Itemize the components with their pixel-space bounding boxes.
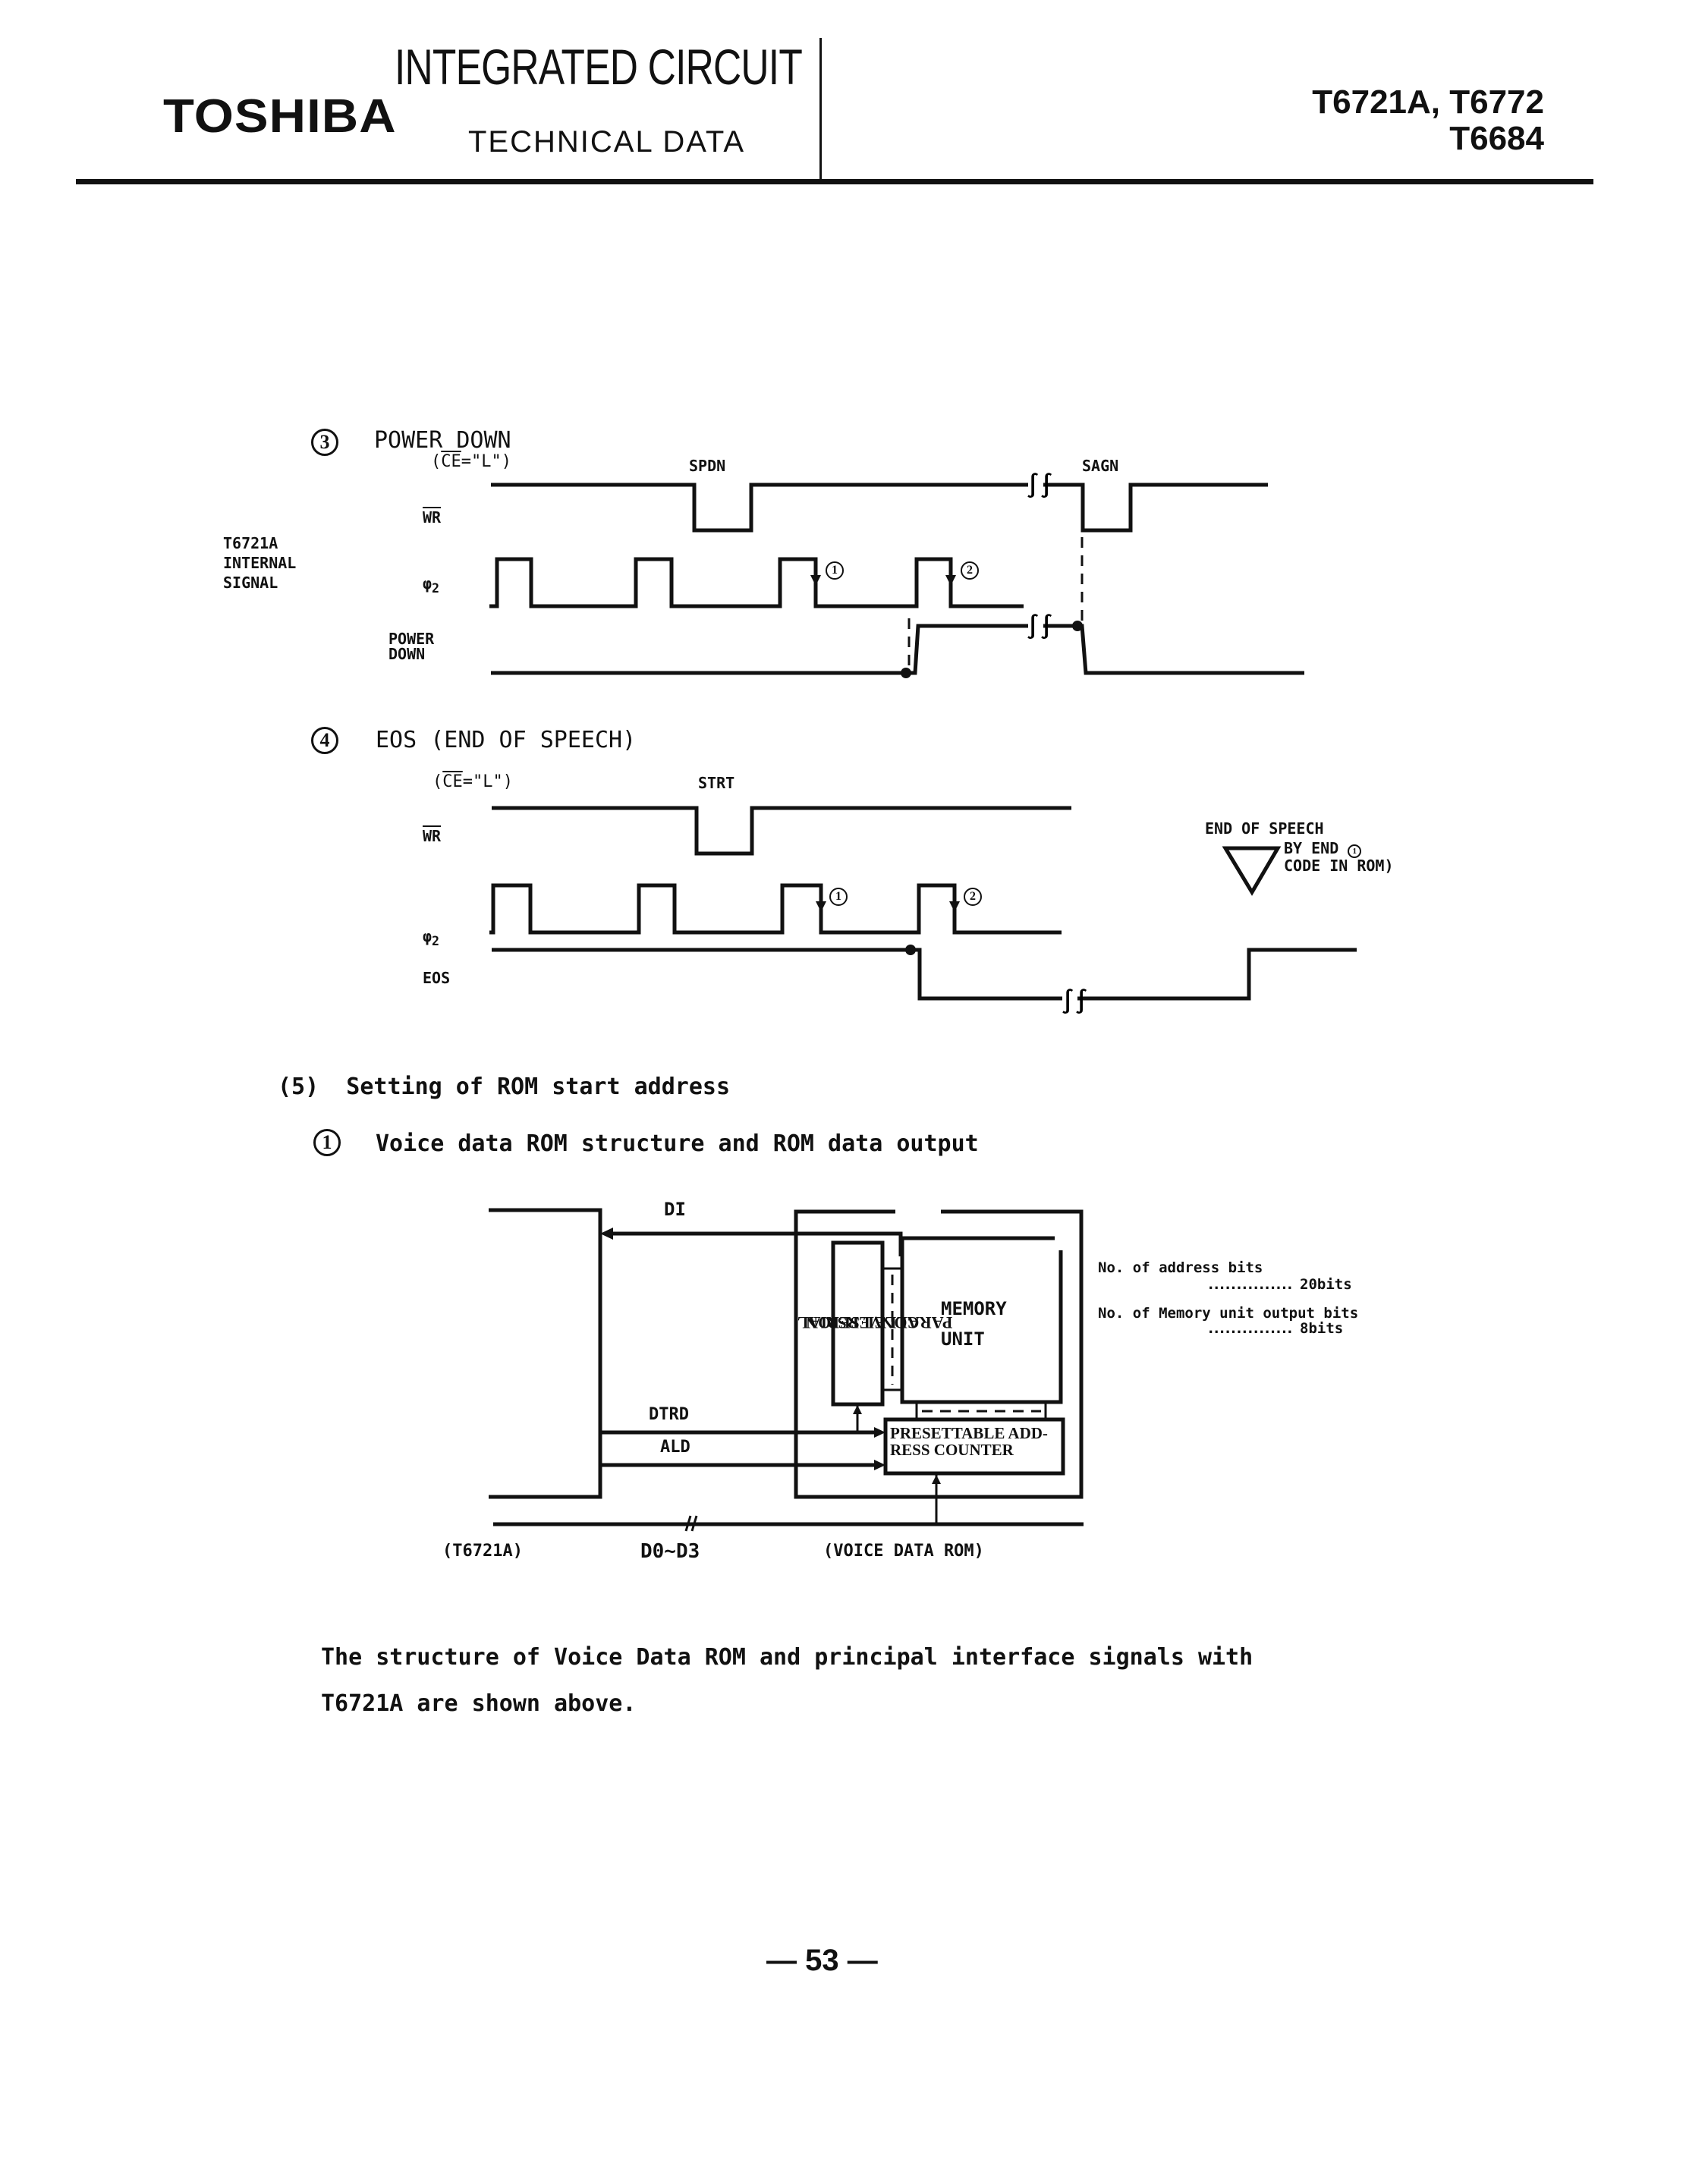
power-down-signal-label: POWER DOWN [388,630,435,663]
document-title: INTEGRATED CIRCUIT [395,39,803,95]
power-down-signal-waveform [491,624,1028,675]
spec-output-bits-label: No. of Memory unit output bits [1098,1305,1359,1322]
power-down-wr-waveform [491,483,1268,533]
wr-signal-label: WR [423,508,442,527]
document-subtitle: TECHNICAL DATA [468,125,746,159]
eos-phi2-waveform [489,883,1062,935]
power-down-phi2-waveform [489,557,1024,608]
internal-signal-label: T6721A INTERNAL SIGNAL [223,534,297,592]
rom-subsection-number: 1 [313,1129,341,1156]
end-of-speech-triangle [1222,846,1282,896]
voice-data-rom-label: (VOICE DATA ROM) [823,1542,984,1561]
eos-wr-signal-label: WR [423,827,442,845]
sagn-label: SAGN [1082,457,1119,475]
part-numbers-line2: T6684 [1449,120,1544,157]
memory-unit-block: MEMORY UNIT [941,1298,1007,1350]
strt-label: STRT [698,774,735,792]
eos-signal-waveform [492,948,1062,1001]
eos-marker-2-label: 2 [964,888,982,906]
phi2-signal-label: φ2 [423,574,440,596]
eos-section-number: 4 [311,727,338,754]
wr-break-mark: ∫∫ [1026,473,1053,499]
rom-subsection-heading: Voice data ROM structure and ROM data ou… [376,1130,979,1157]
transition-dot [901,668,911,678]
part-numbers-line1: T6721A, T6772 [1312,83,1544,121]
spec-output-bits-value: ............... 8bits [1206,1320,1344,1337]
end-of-speech-note-title: END OF SPEECH [1205,819,1324,838]
pd-break-mark: ∫∫ [1026,614,1053,640]
page-number: — 53 — [766,1944,878,1977]
power-down-title: POWER DOWN [374,427,511,454]
marker-1-label: 1 [826,561,844,580]
arrow-marker-2 [945,575,956,586]
caption-line-2: T6721A are shown above. [321,1690,637,1717]
power-down-condition: (CE="L") [431,452,511,471]
dtrd-signal-label: DTRD [649,1405,689,1424]
caption-line-1: The structure of Voice Data ROM and prin… [321,1644,1253,1671]
eos-wr-waveform [492,806,1071,856]
eos-break-mark: ∫∫ [1061,989,1088,1015]
rom-block-diagram [489,1208,1084,1532]
di-signal-label: DI [664,1199,686,1220]
data-bus-label: D0~D3 [640,1540,700,1563]
eos-marker-1-label: 1 [829,888,848,906]
header-divider [819,38,822,184]
eos-signal-label: EOS [423,969,451,987]
eos-condition: (CE="L") [433,772,513,791]
brand-logo: TOSHIBA [163,90,397,143]
header-rule [76,179,1593,184]
presettable-address-counter-block: PRESETTABLE ADD- RESS COUNTER [890,1424,1048,1459]
arrow-marker-1 [816,901,826,912]
ald-signal-label: ALD [660,1438,690,1457]
spdn-label: SPDN [689,457,726,475]
spec-address-bits-label: No. of address bits [1098,1259,1263,1276]
arrow-marker-1 [810,575,821,586]
eos-title: EOS (END OF SPEECH) [376,727,637,753]
end-of-speech-note-detail: BY END 1 CODE IN ROM) [1284,839,1394,875]
eos-phi2-signal-label: φ2 [423,927,440,948]
arrow-marker-2 [949,901,960,912]
t6721a-label: (T6721A) [442,1542,523,1561]
transition-dot [1072,621,1083,631]
marker-2-label: 2 [961,561,979,580]
rom-section-heading: (5) Setting of ROM start address [278,1074,731,1100]
transition-dot [905,945,916,955]
power-down-section-number: 3 [311,429,338,456]
spec-address-bits-value: ............... 20bits [1206,1276,1352,1293]
